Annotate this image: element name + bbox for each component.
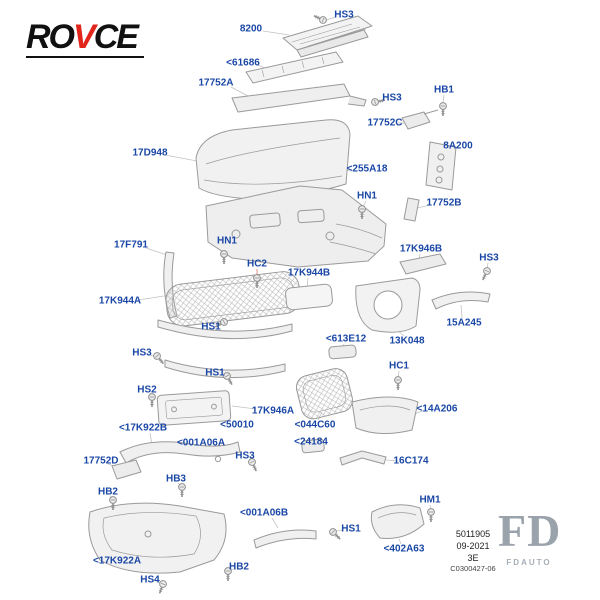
logo-text-black-1: RO (26, 18, 75, 56)
logo-text-black-2: CE (93, 18, 139, 56)
part-17K922A-skid-plate (88, 502, 227, 574)
part-label-HS1[interactable]: HS1 (341, 523, 361, 535)
part-label-17752C[interactable]: 17752C (367, 117, 403, 129)
part-17D948-upper-cover (195, 119, 351, 200)
part-label-17K946A[interactable]: 17K946A (251, 405, 295, 417)
part-label-402A63[interactable]: <402A63 (383, 543, 425, 555)
logo-underline (26, 56, 144, 58)
part-label-001A06B[interactable]: <001A06B (239, 507, 289, 519)
part-8200-impact-bar (282, 15, 373, 58)
part-label-50010[interactable]: <50010 (220, 419, 254, 431)
part-label-044C60[interactable]: <044C60 (294, 419, 336, 431)
part-17K946B-bracket (399, 253, 447, 275)
part-label-HB2[interactable]: HB2 (228, 561, 250, 573)
catalog-info: 5011905 09-2021 3E C0300427-06 (442, 528, 504, 575)
part-label-17K922B[interactable]: <17K922B (118, 422, 168, 434)
part-label-613E12[interactable]: <613E12 (325, 333, 367, 345)
fd-watermark-sub: FDAUTO (506, 558, 552, 567)
part-label-17752B[interactable]: 17752B (426, 197, 462, 209)
part-label-HS3[interactable]: HS3 (334, 9, 354, 21)
logo-text-red: V (73, 18, 96, 56)
part-label-24184[interactable]: <24184 (294, 436, 328, 448)
part-label-HN1[interactable]: HN1 (216, 235, 238, 247)
part-label-HS1[interactable]: HS1 (205, 367, 225, 379)
part-8A200-side-bracket (425, 141, 457, 191)
part-label-17752A[interactable]: 17752A (198, 77, 234, 89)
part-label-16C174[interactable]: 16C174 (393, 455, 429, 467)
fd-watermark-main: FD (498, 505, 562, 556)
fdauto-watermark: FD FDAUTO (498, 505, 562, 568)
part-255A18-bumper-cover (205, 185, 387, 268)
part-label-61686[interactable]: <61686 (226, 57, 260, 69)
part-label-255A18[interactable]: <255A18 (346, 163, 388, 175)
part-label-HS3[interactable]: HS3 (235, 450, 255, 462)
part-label-17D948[interactable]: 17D948 (132, 147, 168, 159)
part-label-HB3[interactable]: HB3 (165, 473, 187, 485)
part-label-13K048[interactable]: 13K048 (389, 335, 425, 347)
part-label-HC1[interactable]: HC1 (388, 360, 410, 372)
part-17752A-beam (231, 83, 367, 113)
part-14A206-corner-trim (351, 396, 419, 434)
part-label-HS3[interactable]: HS3 (132, 347, 152, 359)
part-17K922B-strip (119, 441, 241, 464)
part-402A63-corner (370, 504, 425, 539)
part-label-17K922A[interactable]: <17K922A (92, 555, 142, 567)
part-label-HS3[interactable]: HS3 (479, 252, 499, 264)
part-24184-bracket (301, 438, 325, 454)
part-17K944B-plate (285, 283, 333, 311)
part-label-HB2[interactable]: HB2 (97, 486, 119, 498)
catalog-code: C0300427-06 (450, 564, 496, 574)
part-label-001A06A[interactable]: <001A06A (176, 437, 226, 449)
part-label-HS4[interactable]: HS4 (140, 574, 160, 586)
part-label-HN1[interactable]: HN1 (356, 190, 378, 202)
part-label-17K946B[interactable]: 17K946B (399, 243, 443, 255)
part-17752B-bracket (403, 197, 420, 222)
part-044C60-grille-insert (295, 368, 353, 420)
part-613E12-bracket (328, 344, 357, 360)
part-label-8A200[interactable]: 8A200 (443, 140, 473, 152)
rovce-logo: ROVCE (26, 20, 144, 58)
part-label-15A245[interactable]: 15A245 (446, 317, 482, 329)
part-15A245-strip (431, 291, 491, 310)
part-17752D-bracket (111, 459, 142, 480)
part-label-HS1[interactable]: HS1 (201, 321, 221, 333)
part-61686-absorber (245, 51, 344, 84)
part-16C174-bracket (339, 450, 387, 466)
part-label-17752D[interactable]: 17752D (83, 455, 119, 467)
part-50010-plate-bracket (156, 390, 232, 426)
part-lip-strip-lower (164, 359, 286, 379)
part-17752C-bracket (401, 109, 439, 130)
part-label-17F791[interactable]: 17F791 (114, 239, 148, 251)
part-label-17K944A[interactable]: 17K944A (98, 295, 142, 307)
catalog-date: 09-2021 (456, 541, 490, 552)
catalog-number: 5011905 (455, 529, 491, 539)
part-13K048-fog-bezel (355, 277, 421, 333)
part-label-8200[interactable]: 8200 (239, 23, 263, 35)
part-label-HM1[interactable]: HM1 (419, 494, 441, 506)
catalog-rev: 3E (467, 553, 479, 564)
part-label-HB1[interactable]: HB1 (433, 84, 455, 96)
part-label-HC2[interactable]: HC2 (246, 258, 268, 270)
part-label-HS3[interactable]: HS3 (382, 92, 402, 104)
part-lip-strip-upper (157, 319, 293, 340)
part-label-HS2[interactable]: HS2 (137, 384, 157, 396)
part-17K944A-lower-grille (165, 271, 301, 327)
part-label-17K944B[interactable]: 17K944B (287, 267, 331, 279)
part-label-14A206[interactable]: <14A206 (416, 403, 458, 415)
part-001A06B-strip (253, 529, 317, 549)
